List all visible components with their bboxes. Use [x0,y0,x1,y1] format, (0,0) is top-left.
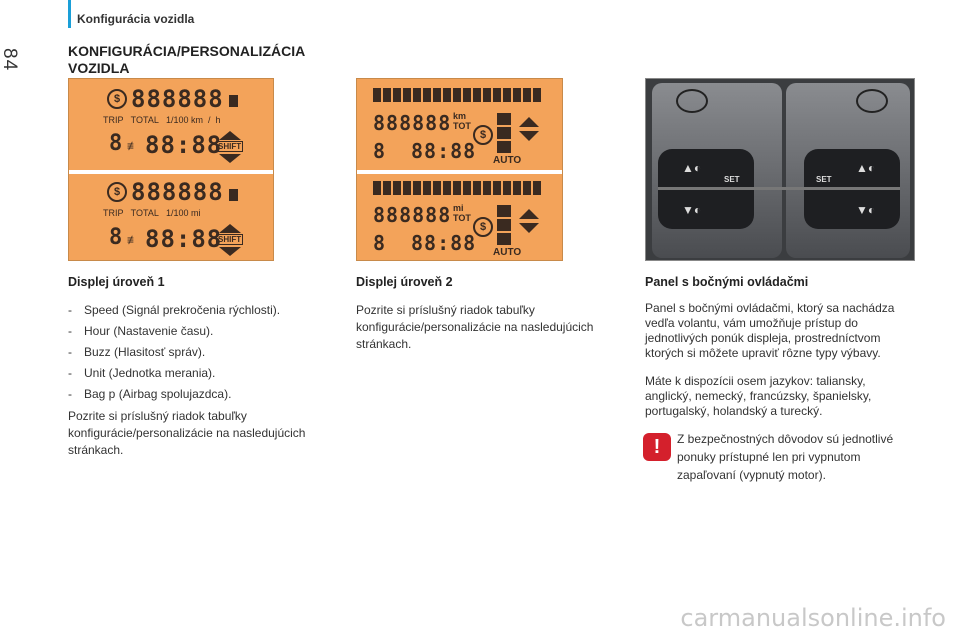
section-title: Konfigurácia vozidla [77,12,195,26]
level2-heading: Displej úroveň 2 [356,275,453,289]
odometer-digits: 888888 [373,203,452,227]
horizontal-divider [658,187,900,190]
page-number: 84 [0,48,20,72]
gearbox-mode-icon [497,205,511,245]
shift-label: SHIFT [216,141,244,152]
shift-up-arrow-icon [219,224,241,233]
trip-total-labels: TRIP TOTAL 1/100 km / h [103,115,221,125]
down-arrow-icon [519,131,539,141]
shift-down-arrow-icon [219,154,241,163]
fuel-icon [229,95,238,107]
light-down-icon: ▼◐ [856,203,876,217]
service-icon: $ [107,89,127,109]
clock-digits: 88:88 [145,131,223,159]
up-arrow-icon [519,209,539,219]
total-label: TOT [453,213,471,223]
display-divider [69,170,273,174]
shift-down-arrow-icon [219,247,241,256]
auto-label: AUTO [493,155,522,166]
odometer-digits: 888888 [373,111,452,135]
warning-icon: ! [643,433,671,461]
shift-label: SHIFT [216,234,244,245]
light-up-icon: ▲◐ [682,161,702,175]
gear-digit: 8 [109,131,124,156]
level1-note: Pozrite si príslušný riadok tabuľky konf… [68,409,306,457]
display-level2-image: 888888 km TOT $ 8 88:88 AUTO 888888 mi T… [356,78,563,261]
list-item: -Bag p (Airbag spolujazdca). [68,387,232,401]
safety-warning: Z bezpečnostných dôvodov sú jednotlivé p… [677,432,894,482]
auto-label: AUTO [493,247,522,258]
side-panel-heading: Panel s bočnými ovládačmi [645,275,809,289]
odometer-digits: 888888 [131,178,224,206]
light-down-icon: ▼◐ [682,203,702,217]
steering-adjust-icon [856,89,888,113]
unit-label: mi [453,203,464,213]
service-icon: $ [473,125,493,145]
light-up-icon: ▲◐ [856,161,876,175]
service-icon: $ [107,182,127,202]
list-item: -Buzz (Hlasitosť správ). [68,345,206,359]
down-arrow-icon [519,223,539,233]
total-label: TOT [453,121,471,131]
watermark: carmanualsonline.info [680,604,946,632]
level1-items-list: -Speed (Signál prekročenia rýchlosti). -… [68,302,348,407]
steering-adjust-icon [676,89,708,113]
light-icon: ≢ [127,233,139,247]
list-item: -Unit (Jednotka merania). [68,366,216,380]
dot-matrix-row [373,88,543,102]
trip-total-labels: TRIP TOTAL 1/100 mi [103,208,201,218]
dot-matrix-row [373,181,543,195]
side-panel-description: Panel s bočnými ovládačmi, ktorý sa nach… [645,301,895,360]
gear-digit: 8 [109,225,124,250]
list-item: -Speed (Signál prekročenia rýchlosti). [68,303,281,317]
light-icon: ≢ [127,139,139,153]
page-title: KONFIGURÁCIA/PERSONALIZÁCIA VOZIDLA [68,43,305,76]
display-level1-image: $ 888888 TRIP TOTAL 1/100 km / h 8 ≢ 88:… [68,78,274,261]
clock-digits: 88:88 [411,139,477,163]
gear-digit: 8 [373,231,387,255]
list-item: -Hour (Nastavenie času). [68,324,214,338]
gear-digit: 8 [373,139,387,163]
service-icon: $ [473,217,493,237]
side-control-panel-photo: SET SET ▲◐ ▼◐ ▲◐ ▼◐ [645,78,915,261]
header-accent-bar [68,0,71,28]
display-divider [357,170,562,174]
level2-note: Pozrite si príslušný riadok tabuľky konf… [356,303,594,351]
shift-up-arrow-icon [219,131,241,140]
level1-heading: Displej úroveň 1 [68,275,165,289]
clock-digits: 88:88 [411,231,477,255]
odometer-digits: 888888 [131,85,224,113]
fuel-icon [229,189,238,201]
languages-description: Máte k dispozícii osem jazykov: taliansk… [645,374,872,418]
gearbox-mode-icon [497,113,511,153]
set-label: SET [724,175,740,184]
up-arrow-icon [519,117,539,127]
clock-digits: 88:88 [145,225,223,253]
set-label: SET [816,175,832,184]
unit-label: km [453,111,467,121]
